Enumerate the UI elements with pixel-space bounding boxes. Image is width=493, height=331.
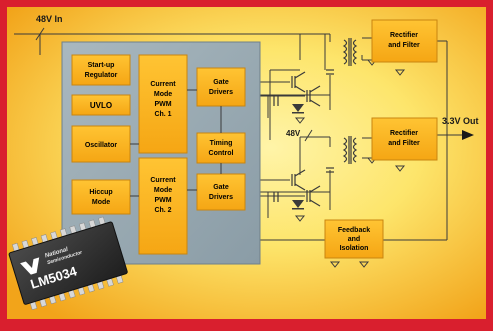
svg-text:Isolation: Isolation: [340, 245, 369, 252]
svg-text:Mode: Mode: [154, 187, 172, 194]
block-gate-drivers-2: Gate Drivers: [196, 173, 246, 211]
mosfet-group-top: [273, 69, 334, 107]
block-pwm-ch1: Current Mode PWM Ch. 1: [138, 54, 188, 154]
svg-text:Mode: Mode: [92, 199, 110, 206]
mosfet-group-bottom: [273, 167, 334, 207]
block-uvlo: UVLO: [71, 94, 131, 116]
block-rectifier-filter-1: Rectifier and Filter: [371, 19, 438, 63]
block-timing-control: Timing Control: [196, 132, 246, 164]
transformer-top: [342, 38, 358, 66]
svg-text:and: and: [348, 236, 360, 243]
transformer-bottom: [342, 136, 358, 164]
svg-text:Timing: Timing: [210, 140, 233, 147]
output-voltage-label: 3.3V Out: [442, 116, 479, 126]
svg-text:Control: Control: [209, 150, 234, 157]
chip-body: [8, 221, 128, 305]
lm5034-chip: National Semiconductor LM5034: [8, 216, 128, 311]
svg-text:and Filter: and Filter: [388, 140, 420, 147]
svg-text:Current: Current: [150, 81, 176, 88]
block-rectifier-filter-2: Rectifier and Filter: [371, 117, 438, 161]
output-arrow-icon: [462, 130, 474, 140]
svg-text:PWM: PWM: [154, 101, 171, 108]
svg-text:Current: Current: [150, 177, 176, 184]
svg-text:Hiccup: Hiccup: [89, 189, 112, 196]
block-oscillator: Oscillator: [71, 125, 131, 163]
svg-text:Oscillator: Oscillator: [85, 142, 118, 149]
block-hiccup-mode: Hiccup Mode: [71, 179, 131, 215]
svg-text:Rectifier: Rectifier: [390, 32, 418, 39]
national-logo-icon: [20, 257, 40, 275]
second-input-voltage-label: 48V: [286, 129, 301, 138]
internal-wiring: [130, 89, 222, 197]
diode-bottom: [292, 200, 304, 210]
svg-text:UVLO: UVLO: [90, 101, 112, 110]
svg-text:Gate: Gate: [213, 79, 229, 86]
block-startup-regulator: Start-up Regulator: [71, 54, 131, 86]
input-voltage-label: 48V In: [36, 14, 63, 24]
svg-text:Feedback: Feedback: [338, 227, 370, 234]
svg-text:Drivers: Drivers: [209, 89, 233, 96]
diode-top: [292, 104, 304, 114]
svg-text:Ch. 2: Ch. 2: [154, 207, 171, 214]
svg-text:Ch. 1: Ch. 1: [154, 111, 171, 118]
svg-text:Gate: Gate: [213, 184, 229, 191]
svg-text:Drivers: Drivers: [209, 194, 233, 201]
svg-text:Start-up: Start-up: [88, 62, 115, 69]
svg-text:Regulator: Regulator: [85, 72, 118, 79]
svg-text:Rectifier: Rectifier: [390, 130, 418, 137]
svg-text:Mode: Mode: [154, 91, 172, 98]
block-pwm-ch2: Current Mode PWM Ch. 2: [138, 157, 188, 255]
block-feedback-isolation: Feedback and Isolation: [324, 219, 384, 259]
svg-text:and Filter: and Filter: [388, 42, 420, 49]
block-gate-drivers-1: Gate Drivers: [196, 67, 246, 107]
svg-text:PWM: PWM: [154, 197, 171, 204]
wiring: [14, 27, 462, 259]
